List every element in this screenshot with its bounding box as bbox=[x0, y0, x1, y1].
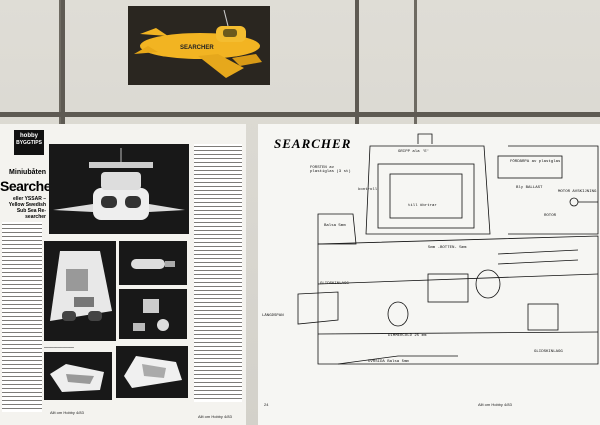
magazine-article: hobby BYGGTIPS Miniubåten Searcher eller… bbox=[0, 124, 246, 425]
caption: ▁▁▁▁▁▁▁▁▁▁▁▁▁ bbox=[44, 344, 74, 348]
plan-label: FÖRDÄRPA av plastglas bbox=[510, 160, 561, 164]
photo-hull-cast bbox=[116, 346, 188, 398]
plan-label: GLIDSKINLAGG bbox=[534, 350, 563, 354]
plan-label: ROTOR bbox=[544, 214, 557, 218]
plan-label: 5mm -BOTTEN- 5mm bbox=[428, 246, 467, 250]
plans-spread: SEARCHER GRIPP ala 'E' FORSTEN av plasti bbox=[258, 124, 600, 425]
plan-drawing bbox=[297, 133, 599, 365]
tile-grout bbox=[61, 0, 65, 125]
plan-label: LÄNGDSPAN bbox=[262, 314, 284, 318]
plan-label: DIMMERCOLD 25 mm bbox=[388, 334, 427, 338]
plan-label: MOTOR AVSKIJNING bbox=[558, 190, 597, 194]
photo-part-2 bbox=[119, 289, 187, 339]
article-subhead: eller YSSAR – Yellow Swedish Sub Sea Re-… bbox=[8, 196, 46, 220]
folio-right: Allt om Hobby 4/83 bbox=[198, 414, 232, 419]
plan-label: till öbrtrar bbox=[408, 204, 437, 208]
article-headline: Searcher bbox=[0, 178, 56, 194]
plan-label: GRIPP ala 'E' bbox=[398, 150, 430, 154]
folio-left: 24 bbox=[264, 402, 269, 407]
article-kicker: Miniubåten bbox=[9, 169, 46, 176]
plans-title: SEARCHER bbox=[274, 136, 352, 151]
folio-left: Allt om Hobby 4/83 bbox=[50, 410, 84, 415]
photo-front-view bbox=[49, 144, 189, 234]
plan-label: Balsa 5mm bbox=[324, 224, 346, 228]
submarine-photo: SEARCHER bbox=[128, 6, 270, 85]
photo-part-1 bbox=[119, 241, 187, 285]
text-column bbox=[2, 222, 42, 412]
badge-line1: hobby bbox=[20, 133, 38, 139]
text-column bbox=[194, 144, 242, 402]
tile-grout bbox=[355, 0, 359, 125]
plan-label: ÖVRSIDA Balsa 5mm bbox=[368, 360, 409, 364]
badge-line2: BYGGTIPS bbox=[16, 140, 42, 146]
tile-grout bbox=[0, 112, 600, 117]
plan-label: kontroll bbox=[358, 188, 378, 192]
plan-label: Bly BALLAST bbox=[516, 186, 543, 190]
plan-label: GLIDSKINLAGG bbox=[320, 282, 349, 286]
photo-hull-text: SEARCHER bbox=[180, 45, 214, 51]
photo-interior bbox=[44, 241, 116, 341]
plan-label: FORSTEN av plastiglas (3 st) bbox=[310, 166, 351, 174]
folio-right: Allt om Hobby 4/83 bbox=[478, 402, 512, 407]
photo-hull-shell bbox=[44, 352, 112, 400]
hobby-badge: hobby BYGGTIPS bbox=[14, 130, 44, 155]
